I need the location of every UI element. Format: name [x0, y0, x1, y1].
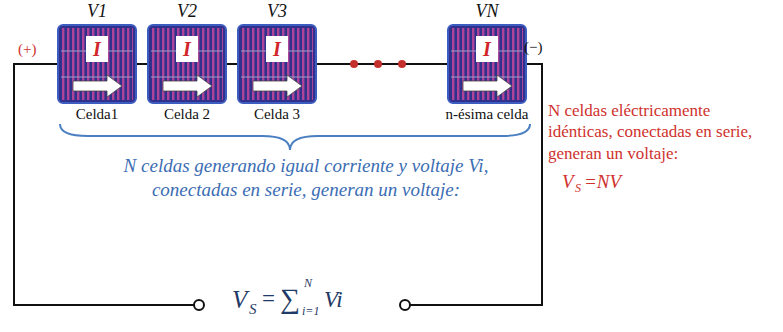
voltage-label: V3	[237, 1, 317, 22]
formula-part: V	[232, 284, 247, 315]
current-label: I	[86, 36, 108, 62]
cell-name: Celda 2	[127, 106, 247, 123]
voltage-label: VN	[447, 1, 527, 22]
current-arrow	[253, 75, 302, 97]
dot	[350, 60, 358, 68]
formula-part: Vi	[324, 286, 343, 315]
dot	[374, 60, 382, 68]
brace	[60, 124, 530, 150]
voltage-label: V2	[147, 1, 227, 22]
current-arrow	[73, 75, 122, 97]
formula-part: S	[249, 300, 257, 319]
cell-name: Celda 3	[217, 106, 337, 123]
current-label: I	[266, 36, 288, 62]
cell-name: Celda1	[37, 106, 157, 123]
series-wire	[227, 63, 237, 65]
solar-cell: VNIn-ésima celda	[447, 24, 527, 104]
formula-part: i=1	[302, 304, 319, 319]
polarity-mark: (+)	[18, 40, 36, 59]
formula-part: S	[575, 181, 581, 196]
polarity-mark: (−)	[524, 38, 542, 57]
formula-part: V	[562, 170, 574, 194]
dot	[398, 60, 406, 68]
current-arrow	[463, 75, 512, 97]
formula-part: N	[304, 276, 312, 291]
current-label: I	[476, 36, 498, 62]
current-label: I	[176, 36, 198, 62]
formula-part: =NV	[584, 170, 621, 194]
series-note: N celdas generando igual corriente y vol…	[105, 154, 507, 202]
formula-part: =	[262, 285, 275, 314]
terminal	[400, 300, 410, 310]
voltage-label: V1	[57, 1, 137, 22]
solar-cell: V2ICelda 2	[147, 24, 227, 104]
series-wire	[137, 63, 147, 65]
current-arrow	[163, 75, 212, 97]
solar-cell: V3ICelda 3	[237, 24, 317, 104]
cell-name: n-ésima celda	[427, 106, 547, 123]
terminal	[194, 300, 204, 310]
formula-part: ∑	[280, 281, 300, 316]
solar-cell: V1ICelda1	[57, 24, 137, 104]
series-note: N celdas eléctricamente idénticas, conec…	[548, 100, 776, 164]
